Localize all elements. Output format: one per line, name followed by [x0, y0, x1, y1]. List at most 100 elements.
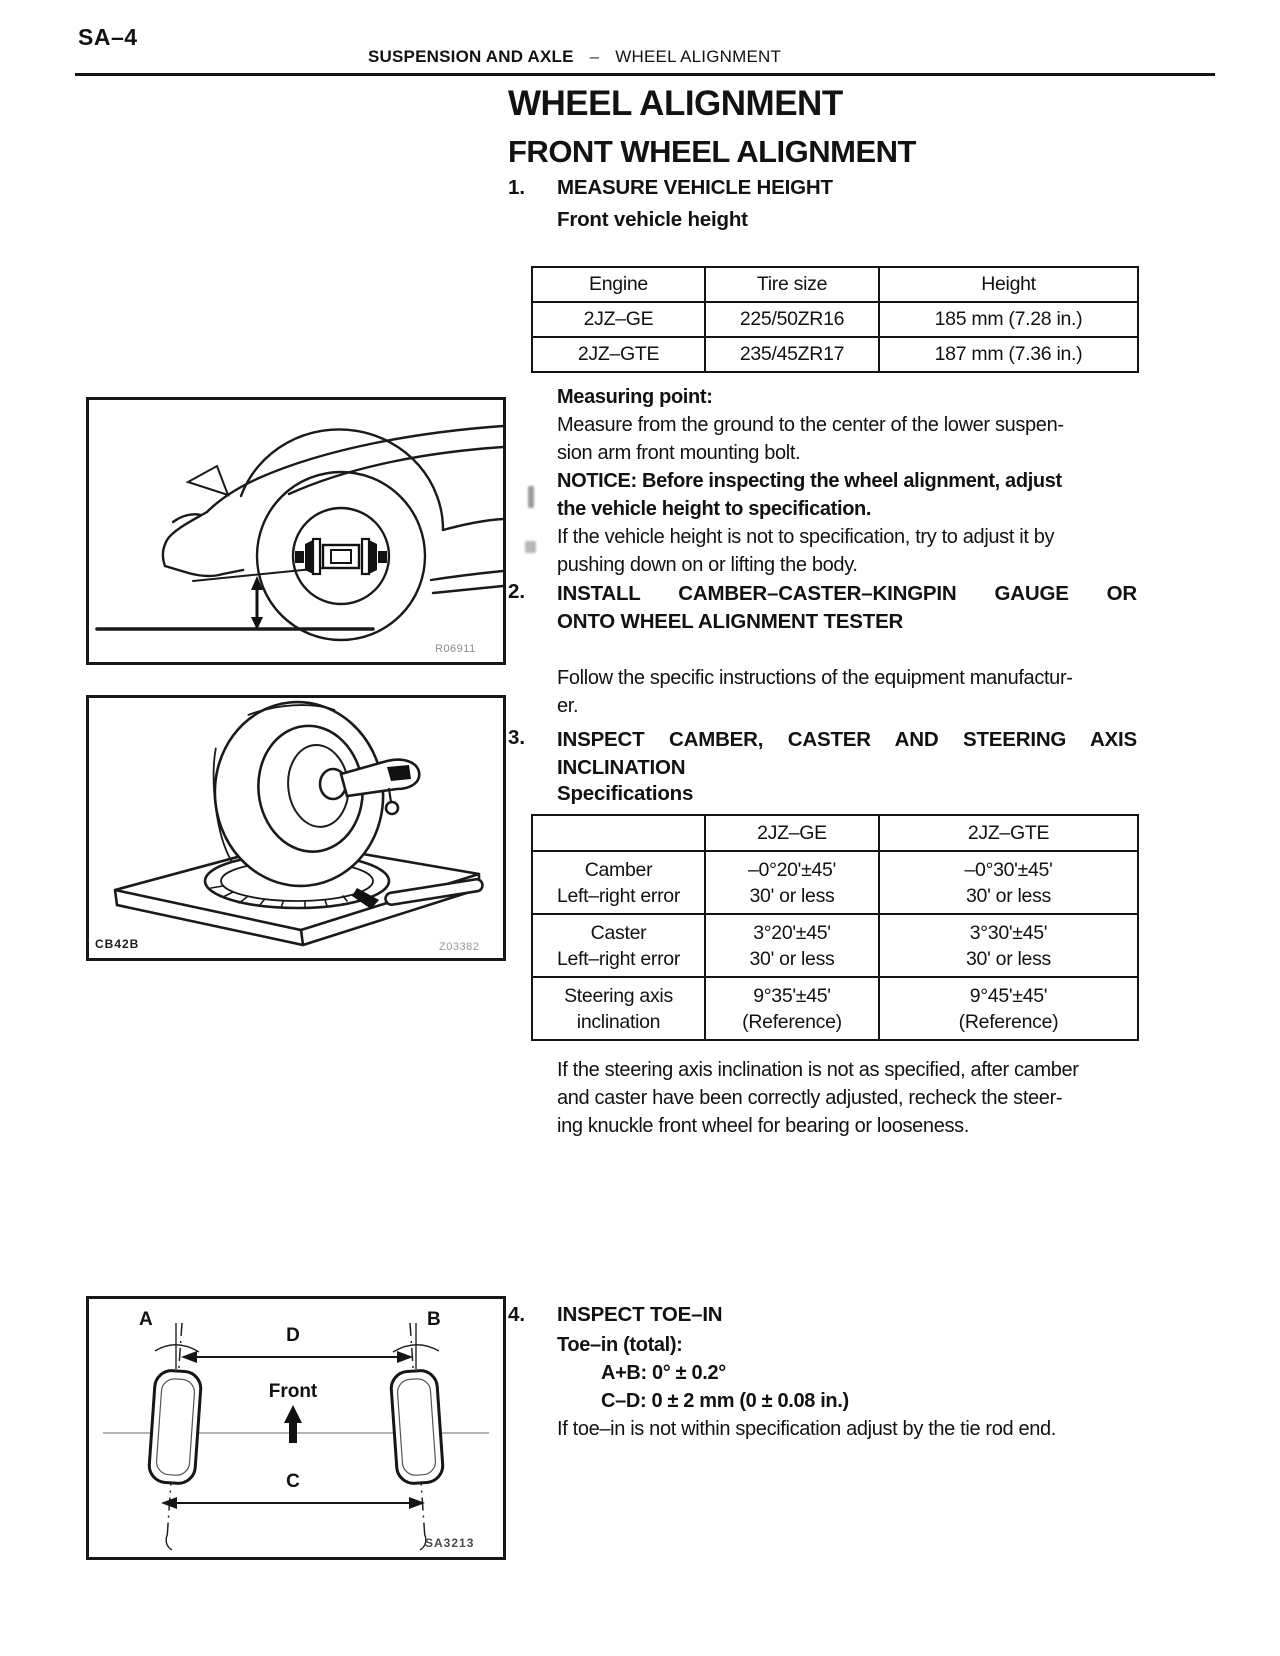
- col-header-blank: [531, 814, 706, 852]
- step2-number: 2.: [508, 580, 526, 603]
- cell-line: Steering axis: [564, 984, 673, 1007]
- table-cell: Steering axis inclination: [531, 976, 706, 1041]
- label-b: B: [427, 1309, 441, 1330]
- figure-code-right: Z03382: [439, 941, 479, 953]
- step3-title-line: INSPECT CAMBER, CASTER AND STEERING AXIS: [557, 728, 1137, 751]
- label-a: A: [139, 1309, 153, 1330]
- running-head-section: SUSPENSION AND AXLE: [368, 47, 574, 66]
- step2-heading: INSTALL CAMBER–CASTER–KINGPIN GAUGE OR O…: [557, 580, 1137, 636]
- table-cell: 2JZ–GTE: [531, 336, 706, 373]
- front-label: Front: [269, 1381, 318, 1402]
- table-cell: Camber Left–right error: [531, 850, 706, 915]
- figure-code: SA3213: [425, 1536, 474, 1550]
- cell-line: 9°35'±45': [753, 984, 831, 1007]
- figure-vehicle-height: R06911: [86, 397, 506, 665]
- cell-line: 3°30'±45': [969, 921, 1048, 944]
- cell-line: Camber: [584, 858, 653, 881]
- cell-line: Left–right error: [556, 884, 681, 907]
- table-cell: 185 mm (7.28 in.): [878, 301, 1139, 338]
- cell-line: inclination: [576, 1010, 661, 1033]
- toe-in-label: Toe–in (total):: [557, 1334, 683, 1356]
- table-cell: 187 mm (7.36 in.): [878, 336, 1139, 373]
- step3-heading: INSPECT CAMBER, CASTER AND STEERING AXIS…: [557, 726, 1137, 782]
- step1-title: MEASURE VEHICLE HEIGHT: [557, 176, 833, 199]
- cell-line: 30' or less: [966, 947, 1051, 970]
- cell-line: –0°20'±45': [747, 858, 837, 881]
- table-row-caster: Caster Left–right error 3°20'±45' 30' or…: [531, 913, 1139, 978]
- scan-artifact: [528, 486, 534, 508]
- step2-title-line: ONTO WHEEL ALIGNMENT TESTER: [557, 610, 904, 633]
- cell-line: 3°20'±45': [753, 921, 831, 944]
- running-head: SUSPENSION AND AXLE–WHEEL ALIGNMENT: [368, 47, 781, 67]
- table-row: 2JZ–GE 225/50ZR16 185 mm (7.28 in.): [531, 301, 1139, 338]
- scan-artifact: [525, 541, 536, 553]
- body-text-line: Follow the specific instructions of the …: [557, 667, 1073, 689]
- step3-number: 3.: [508, 726, 526, 749]
- figure-toe-in: D Front C A B SA3213: [86, 1296, 506, 1560]
- dimension-d: D: [181, 1325, 413, 1363]
- step1-heading: 1. MEASURE VEHICLE HEIGHT: [508, 176, 833, 200]
- table-cell: 9°45'±45' (Reference): [878, 976, 1139, 1041]
- table-row: 2JZ–GTE 235/45ZR17 187 mm (7.36 in.): [531, 336, 1139, 373]
- cell-line: 30' or less: [749, 947, 835, 970]
- body-text-line: If the vehicle height is not to specific…: [557, 526, 1055, 548]
- col-header-engine: Engine: [531, 266, 706, 303]
- step1-subheading: Front vehicle height: [557, 208, 748, 231]
- step4-heading: 4. INSPECT TOE–IN: [508, 1303, 723, 1327]
- step4-title: INSPECT TOE–IN: [557, 1303, 723, 1326]
- col-header-tire-size: Tire size: [704, 266, 880, 303]
- page-title: WHEEL ALIGNMENT: [508, 84, 843, 123]
- figure-code-left: CB42B: [95, 937, 139, 951]
- cell-line: 9°45'±45': [969, 984, 1048, 1007]
- table-cell: 225/50ZR16: [704, 301, 880, 338]
- step3-subheading: Specifications: [557, 782, 694, 805]
- cell-line: (Reference): [958, 1010, 1059, 1033]
- col-header-2jz-ge: 2JZ–GE: [704, 814, 880, 852]
- notice-text-line: the vehicle height to specification.: [557, 498, 872, 520]
- table-cell: 235/45ZR17: [704, 336, 880, 373]
- body-text-line: If toe–in is not within specification ad…: [557, 1418, 1057, 1440]
- cell-line: 30' or less: [749, 884, 835, 907]
- front-arrow-icon: [284, 1405, 302, 1443]
- toe-in-spec-ab: A+B: 0° ± 0.2°: [601, 1362, 726, 1384]
- table-cell: –0°20'±45' 30' or less: [704, 850, 880, 915]
- table-cell: Caster Left–right error: [531, 913, 706, 978]
- cell-line: (Reference): [742, 1010, 842, 1033]
- cell-line: 30' or less: [966, 884, 1051, 907]
- figure-code: R06911: [435, 643, 476, 655]
- table-cell: 9°35'±45' (Reference): [704, 976, 880, 1041]
- table-cell: 3°20'±45' 30' or less: [704, 913, 880, 978]
- body-text-line: Measure from the ground to the center of…: [557, 414, 1064, 436]
- toe-in-drawing: D Front C A B SA3213: [103, 1309, 489, 1551]
- mounting-bolt-icon: [295, 537, 387, 576]
- height-arrow-icon: [251, 576, 263, 630]
- label-c: C: [286, 1471, 300, 1492]
- vehicle-height-table: Engine Tire size Height 2JZ–GE 225/50ZR1…: [531, 266, 1139, 373]
- table-cell: 2JZ–GE: [531, 301, 706, 338]
- body-text-line: ing knuckle front wheel for bearing or l…: [557, 1115, 969, 1137]
- col-header-height: Height: [878, 266, 1139, 303]
- table-header-row: 2JZ–GE 2JZ–GTE: [531, 814, 1139, 852]
- table-row-steering-axis: Steering axis inclination 9°35'±45' (Ref…: [531, 976, 1139, 1041]
- running-head-separator: –: [589, 47, 600, 66]
- body-text-line: pushing down on or lifting the body.: [557, 554, 858, 576]
- specifications-table: 2JZ–GE 2JZ–GTE Camber Left–right error –…: [531, 814, 1139, 1041]
- section-title: FRONT WHEEL ALIGNMENT: [508, 134, 916, 169]
- body-text-line: sion arm front mounting bolt.: [557, 442, 801, 464]
- cell-line: –0°30'±45': [964, 858, 1053, 881]
- body-text-line: and caster have been correctly adjusted,…: [557, 1087, 1063, 1109]
- table-cell: –0°30'±45' 30' or less: [878, 850, 1139, 915]
- running-head-topic: WHEEL ALIGNMENT: [615, 47, 782, 66]
- header-rule: [75, 73, 1215, 76]
- notice-text-line: NOTICE: Before inspecting the wheel alig…: [557, 470, 1062, 492]
- figure-alignment-gauge: CB42B Z03382: [86, 695, 506, 961]
- table-header-row: Engine Tire size Height: [531, 266, 1139, 303]
- body-text-line: If the steering axis inclination is not …: [557, 1059, 1079, 1081]
- table-cell: 3°30'±45' 30' or less: [878, 913, 1139, 978]
- measuring-point-label: Measuring point:: [557, 386, 713, 408]
- step4-number: 4.: [508, 1303, 526, 1326]
- step2-title-line: INSTALL CAMBER–CASTER–KINGPIN GAUGE OR: [557, 582, 1137, 605]
- dimension-c: C: [161, 1471, 425, 1509]
- cell-line: Caster: [590, 921, 647, 944]
